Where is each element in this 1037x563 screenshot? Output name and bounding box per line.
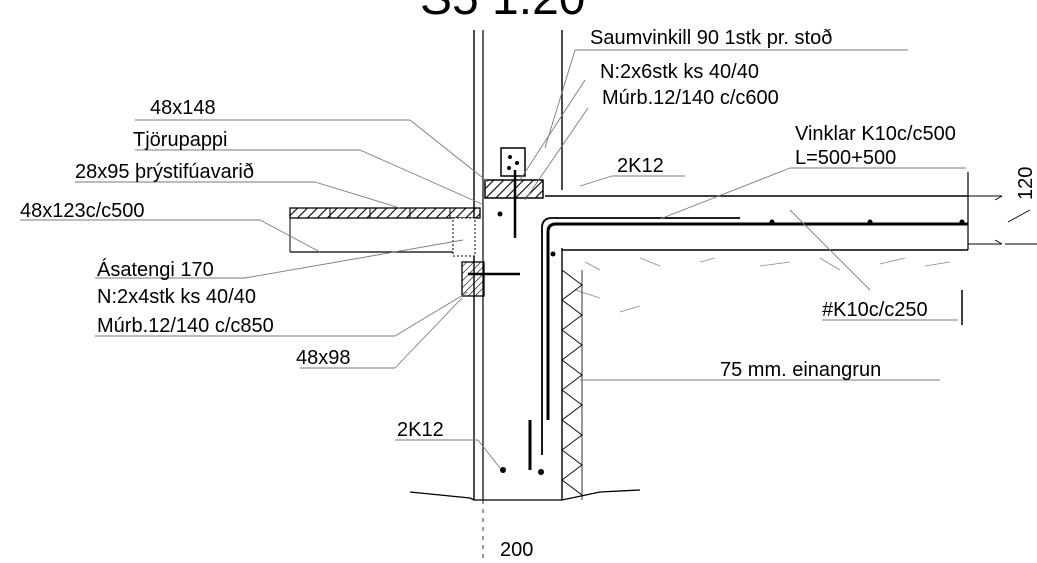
blocking — [452, 217, 476, 257]
label-asatengi: Ásatengi 170 — [97, 258, 214, 281]
concrete-slab — [545, 172, 969, 251]
label-vinklar-length: L=500+500 — [795, 147, 896, 169]
rebar-dot — [769, 219, 775, 225]
rebar-dot — [959, 219, 965, 225]
rebar-dot — [867, 219, 873, 225]
label-nail-top: N:2x6stk ks 40/40 — [600, 61, 759, 83]
floor-deck — [289, 207, 481, 219]
ledger-48x98 — [461, 261, 485, 297]
joist — [289, 218, 460, 253]
label-48x148: 48x148 — [150, 97, 216, 119]
vinklar-rebar — [541, 217, 740, 455]
label-wall-dimension: 200 — [500, 539, 533, 561]
rebar-dot — [550, 251, 556, 257]
leader-lines — [20, 49, 966, 469]
slab-rebar — [546, 222, 968, 420]
label-nail-mid: N:2x4stk ks 40/40 — [97, 286, 256, 308]
label-joist: 48x123c/c500 — [20, 200, 145, 222]
label-tjorupappi: Tjörupappi — [133, 129, 228, 151]
label-murb-top: Múrb.12/140 c/c600 — [602, 87, 779, 109]
label-mesh: #K10c/c250 — [822, 299, 928, 321]
label-28x95: 28x95 þrýstifúavarið — [75, 161, 254, 183]
label-saumvinkill: Saumvinkill 90 1stk pr. stoð — [590, 27, 832, 49]
insulation-zigzag — [561, 269, 583, 496]
label-murb-mid: Múrb.12/140 c/c850 — [97, 315, 274, 337]
saumvinkill-bracket — [500, 147, 526, 177]
label-48x98: 48x98 — [296, 347, 351, 369]
rebar-dot — [497, 211, 503, 217]
label-insulation: 75 mm. einangrun — [720, 359, 881, 381]
drawing-title: S5 1:20 — [420, 0, 585, 25]
rebar-dot — [500, 467, 506, 473]
label-rebar-top: 2K12 — [617, 155, 664, 177]
rebar-dot — [538, 469, 544, 475]
ground-line — [409, 489, 641, 501]
label-slab-dimension: 120 — [1015, 167, 1037, 200]
label-vinklar: Vinklar K10c/c500 — [795, 123, 956, 145]
gravel-fill — [574, 257, 951, 313]
slab-dimension — [968, 195, 1037, 245]
label-rebar-bottom: 2K12 — [397, 419, 444, 441]
